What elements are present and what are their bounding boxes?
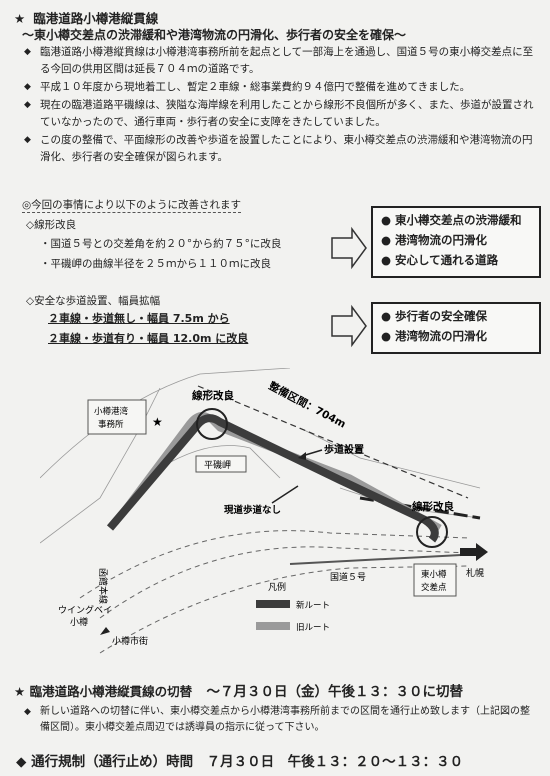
result-text: 港湾物流の円滑化 — [395, 329, 487, 343]
sapporo-label: 札幌 — [466, 567, 484, 579]
railway-dashed — [79, 530, 471, 654]
new-route — [106, 414, 439, 543]
title-text: 臨港道路小樽港縦貫線 — [33, 11, 159, 26]
office-label-1: 小樽港湾 — [94, 406, 129, 417]
bullet-text: この度の整備で、平面線形の改善や歩道を設置したことにより、東小樽交差点の渋滞緩和… — [40, 134, 533, 163]
bullet-item: ◆ この度の整備で、平面線形の改善や歩道を設置したことにより、東小樽交差点の渋滞緩… — [22, 132, 538, 166]
legend-old-label: 旧ルート — [296, 623, 330, 633]
legend-new-label: 新ルート — [296, 600, 330, 611]
legend-title: 凡例 — [268, 581, 286, 593]
bullet-dot-icon: ● — [381, 329, 392, 343]
bullet-dot-icon: ● — [381, 309, 392, 323]
arrow-right-icon — [331, 304, 367, 348]
bullet-dot-icon: ● — [381, 213, 392, 227]
diamond-icon: ◆ — [24, 135, 31, 145]
result-text: 東小樽交差点の渋滞緩和 — [395, 213, 522, 227]
result-text: 安心して通れる道路 — [395, 253, 499, 267]
diamond-icon: ◆ — [24, 100, 31, 110]
bullet-text: 平成１０年度から現地着工し、暫定２車線・総事業費約９４億円で整備を進めてきました… — [40, 81, 471, 93]
sapporo-arrow-icon — [460, 543, 488, 561]
office-star-icon: ★ — [152, 415, 163, 429]
no-sidewalk-arrow — [271, 485, 299, 504]
sidewalk-label: 歩道設置 — [324, 443, 364, 456]
switch-note-text: 新しい道路への切替に伴い、東小樽交差点から小樽港湾事務所前までの区間を通行止め致… — [40, 706, 530, 733]
diamond-icon: ◆ — [24, 82, 31, 92]
city-arrow-icon — [100, 627, 110, 635]
cape-label: 平磯岬 — [204, 459, 231, 471]
regulation-time: ◆ 通行規制（通行止め）時間 ７月３０日 午後１３：２０～１３：３０ — [16, 754, 464, 770]
bullet-item: ◆ 平成１０年度から現地着工し、暫定２車線・総事業費約９４億円で整備を進めてきまし… — [22, 79, 538, 96]
route5-line — [289, 553, 481, 565]
result-item: ●東小樽交差点の渋滞緩和 — [379, 210, 539, 230]
section-bracket — [197, 385, 469, 499]
curve-label-1: 線形改良 — [192, 389, 234, 402]
route5-label: 国道５号 — [330, 571, 366, 583]
result-item: ●歩行者の安全確保 — [379, 306, 539, 326]
legend-old-swatch — [256, 622, 290, 630]
group1-results-box: ●東小樽交差点の渋滞緩和 ●港湾物流の円滑化 ●安心して通れる道路 — [371, 206, 541, 278]
main-line-label: 函館本線 — [97, 568, 109, 604]
result-item: ●安心して通れる道路 — [379, 250, 539, 270]
switch-title: 臨港道路小樽港縦貫線の切替 — [29, 684, 193, 699]
bullet-dot-icon: ● — [381, 253, 392, 267]
bullet-item: ◆ 新しい道路への切替に伴い、東小樽交差点から小樽港湾事務所前までの区間を通行止め… — [22, 704, 538, 736]
section-heading: ◎今回の事情により以下のように改善されます — [22, 197, 241, 213]
star-icon: ★ — [14, 11, 26, 26]
cape-box — [195, 455, 247, 473]
sidewalk-arrow-head — [298, 452, 306, 460]
group1-item: ・国道５号との交差角を約２０°から約７５°に改良 — [40, 238, 282, 250]
city-label: 小樽市街 — [112, 635, 148, 647]
wingbay-label-1: ウイングベイ — [58, 604, 112, 616]
route-map: 整備区間：704m 線形改良 線形改良 小樽港湾 事務所 ★ 平磯岬 歩道設置 … — [40, 368, 488, 654]
curve-circle — [196, 408, 228, 440]
intro-bullets: ◆ 臨港道路小樽港縦貫線は小樽港湾事務所前を起点として一部海上を通過し、国道５号の… — [22, 44, 538, 167]
result-item: ●港湾物流の円滑化 — [379, 230, 539, 250]
result-text: 歩行者の安全確保 — [395, 309, 487, 323]
subtitle: ～東小樽交差点の渋滞緩和や港湾物流の円滑化、歩行者の安全を確保～ — [22, 28, 407, 42]
intersection-label-2: 交差点 — [421, 582, 447, 593]
curve-label-2: 線形改良 — [412, 500, 454, 513]
intersection-box — [413, 563, 457, 597]
result-item: ●港湾物流の円滑化 — [379, 326, 539, 346]
group2-item: ２車線・歩道無し・幅員 7.5m から — [48, 312, 230, 325]
bullet-item: ◆ 現在の臨港道路平磯線は、狭隘な海岸線を利用したことから線形不良個所が多く、また… — [22, 97, 538, 131]
section-heading-text: ◎今回の事情により以下のように改善されます — [22, 199, 241, 213]
bullet-text: 現在の臨港道路平磯線は、狭隘な海岸線を利用したことから線形不良個所が多く、また、… — [40, 99, 534, 128]
section-length-label: 整備区間：704m — [266, 379, 348, 431]
switch-heading: ★ 臨港道路小樽港縦貫線の切替 ～７月３０日（金）午後１３：３０に切替 — [14, 680, 463, 700]
switch-datetime: ～７月３０日（金）午後１３：３０に切替 — [206, 684, 463, 700]
switch-note: ◆ 新しい道路への切替に伴い、東小樽交差点から小樽港湾事務所前までの区間を通行止め… — [22, 704, 538, 737]
group1-item: ・平磯岬の曲線半径を２５ｍから１１０ｍに改良 — [40, 258, 271, 270]
legend-new-swatch — [256, 600, 290, 608]
page-title: ★ 臨港道路小樽港縦貫線 — [14, 8, 158, 27]
intersection-label-1: 東小樽 — [421, 569, 447, 580]
group2-item: ２車線・歩道有り・幅員 12.0m に改良 — [48, 332, 249, 345]
result-text: 港湾物流の円滑化 — [395, 233, 487, 247]
bullet-text: 臨港道路小樽港縦貫線は小樽港湾事務所前を起点として一部海上を通過し、国道５号の東… — [40, 46, 534, 75]
arrow-right-icon — [331, 226, 367, 270]
group2-results-box: ●歩行者の安全確保 ●港湾物流の円滑化 — [371, 302, 541, 354]
group2-title: ◇安全な歩道設置、幅員拡幅 — [26, 295, 161, 307]
diamond-icon: ◆ — [24, 47, 31, 57]
group1-title: ◇線形改良 — [26, 219, 77, 231]
bullet-item: ◆ 臨港道路小樽港縦貫線は小樽港湾事務所前を起点として一部海上を通過し、国道５号の… — [22, 44, 538, 78]
star-icon: ★ — [14, 684, 26, 699]
curve-circle — [416, 516, 448, 548]
diamond-icon: ◆ — [24, 707, 31, 717]
no-sidewalk-label: 現道歩道なし — [224, 504, 281, 516]
wingbay-label-2: 小樽 — [70, 616, 88, 628]
office-label-2: 事務所 — [98, 419, 124, 430]
bullet-dot-icon: ● — [381, 233, 392, 247]
office-box — [87, 399, 147, 435]
